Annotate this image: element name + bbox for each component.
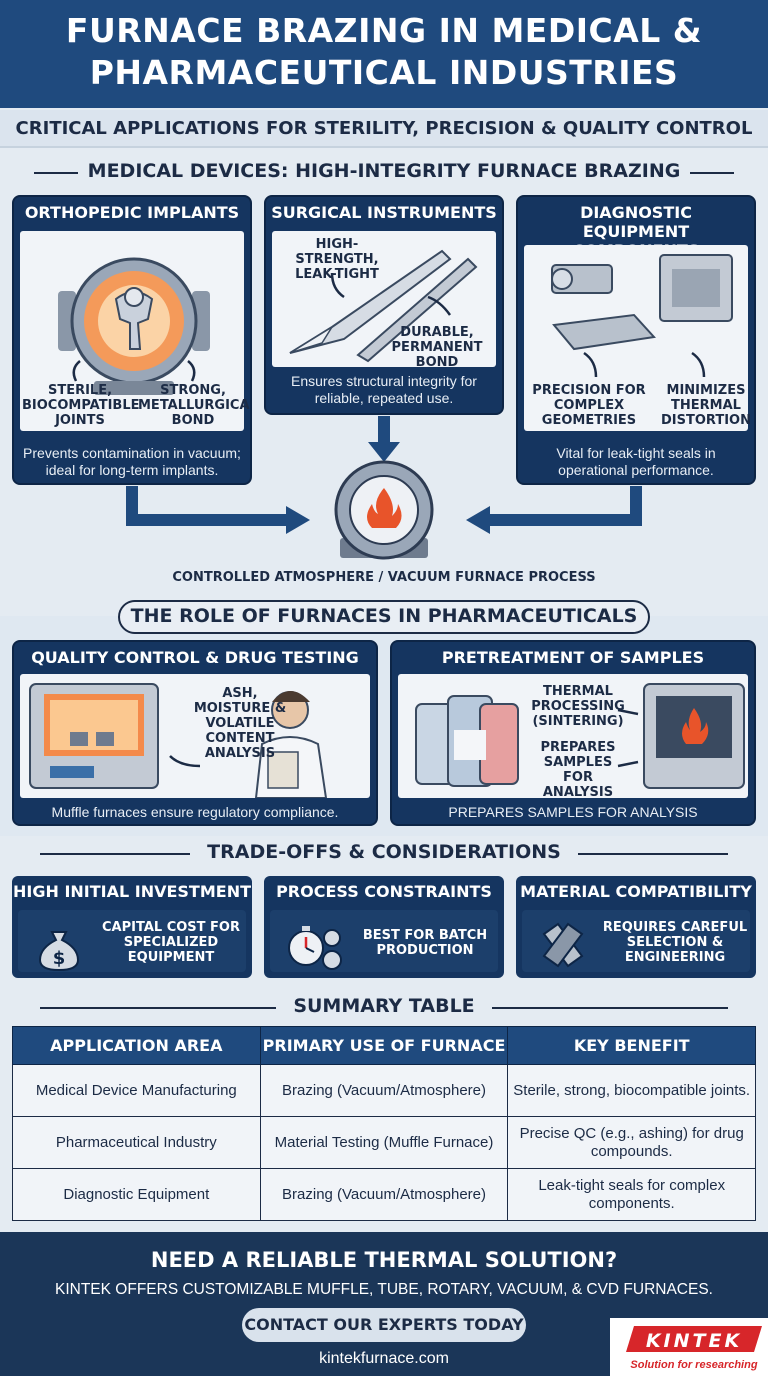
callout-label: PRECISION FOR COMPLEX GEOMETRIES <box>532 383 646 428</box>
table-cell: Medical Device Manufacturing <box>12 1064 261 1117</box>
callout-label: PREPARES SAMPLES FOR ANALYSIS <box>540 740 616 800</box>
callout-label: ASH, MOISTURE & VOLATILE CONTENT ANALYSI… <box>193 686 287 761</box>
card-caption: Ensures structural integrity for reliabl… <box>291 373 477 406</box>
card-diagnostic-equipment: DIAGNOSTIC EQUIPMENT COMPONENTS PRECISIO… <box>516 195 756 485</box>
divider <box>690 172 734 174</box>
card-high-initial-investment: HIGH INITIAL INVESTMENT $ CAPITAL COST F… <box>12 876 252 978</box>
card-quality-control: QUALITY CONTROL & DRUG TESTING ASH, MOIS… <box>12 640 378 826</box>
diagnostic-components-icon <box>551 254 733 378</box>
table-cell: Diagnostic Equipment <box>12 1168 261 1221</box>
divider <box>34 172 78 174</box>
table-cell: Precise QC (e.g., ashing) for drug compo… <box>507 1116 756 1169</box>
table-header-cell: PRIMARY USE OF FURNACE <box>259 1026 509 1065</box>
divider <box>492 1007 728 1009</box>
kintek-logo-mark: KINTEK Solution for researching <box>610 1318 768 1376</box>
page-title: FURNACE BRAZING IN MEDICAL & PHARMACEUTI… <box>65 11 703 92</box>
summary-section-title: SUMMARY TABLE <box>293 995 475 1017</box>
table-cell: Brazing (Vacuum/Atmosphere) <box>259 1064 509 1117</box>
card-illustration: THERMAL PROCESSING (SINTERING) PREPARES … <box>398 674 748 800</box>
page-subtitle: CRITICAL APPLICATIONS FOR STERILITY, PRE… <box>15 118 753 139</box>
svg-text:$: $ <box>53 948 66 969</box>
svg-text:Solution for researching: Solution for researching <box>630 1359 757 1371</box>
table-cell: Brazing (Vacuum/Atmosphere) <box>259 1168 509 1221</box>
table-header-cell: APPLICATION AREA <box>12 1026 261 1065</box>
tradeoffs-section-title: TRADE-OFFS & CONSIDERATIONS <box>207 841 561 863</box>
card-heading: PROCESS CONSTRAINTS <box>276 882 492 901</box>
card-heading: SURGICAL INSTRUMENTS <box>271 203 497 222</box>
card-illustration: PRECISION FOR COMPLEX GEOMETRIES MINIMIZ… <box>524 245 751 431</box>
vials-furnace-icon <box>415 683 745 789</box>
table-header-row: APPLICATION AREA PRIMARY USE OF FURNACE … <box>12 1026 756 1065</box>
website-link[interactable]: kintekfurnace.com <box>319 1350 449 1367</box>
card-orthopedic-implants: ORTHOPEDIC IMPLANTS STERILE, BIOCOMPATIB… <box>12 195 252 485</box>
pharma-title-pill <box>118 600 650 634</box>
card-text: REQUIRES CAREFUL SELECTION & ENGINEERING <box>602 920 748 965</box>
card-illustration: STERILE, BIOCOMPATIBLE JOINTS STRONG, ME… <box>20 231 250 431</box>
medical-section-title: MEDICAL DEVICES: HIGH-INTEGRITY FURNACE … <box>87 160 681 182</box>
footer-title: NEED A RELIABLE THERMAL SOLUTION? <box>150 1248 618 1272</box>
card-caption: Prevents contamination in vacuum; ideal … <box>23 445 241 478</box>
callout-label: HIGH-STRENGTH, LEAK-TIGHT <box>295 237 379 282</box>
material-blocks-icon <box>542 922 584 968</box>
callout-label: DURABLE, PERMANENT BOND <box>391 325 483 370</box>
card-process-constraints: PROCESS CONSTRAINTS BEST FOR BATCH PRODU… <box>264 876 504 978</box>
divider <box>578 853 728 855</box>
footer-subtitle: KINTEK OFFERS CUSTOMIZABLE MUFFLE, TUBE,… <box>55 1281 713 1298</box>
header-band <box>0 0 768 108</box>
money-bag-icon: $ <box>38 931 80 972</box>
subtitle-band <box>0 110 768 148</box>
card-heading: QUALITY CONTROL & DRUG TESTING <box>31 648 359 667</box>
card-illustration: ASH, MOISTURE & VOLATILE CONTENT ANALYSI… <box>20 674 370 799</box>
card-heading: HIGH INITIAL INVESTMENT <box>13 882 251 901</box>
card-heading: MATERIAL COMPATIBILITY <box>520 882 752 901</box>
table-row: Pharmaceutical Industry Material Testing… <box>12 1116 756 1169</box>
process-arrows <box>126 416 642 560</box>
furnace-icon <box>334 460 434 560</box>
process-label: CONTROLLED ATMOSPHERE / VACUUM FURNACE P… <box>172 570 596 585</box>
table-cell: Sterile, strong, biocompatible joints. <box>507 1064 756 1117</box>
card-material-compatibility: MATERIAL COMPATIBILITY REQUIRES CAREFUL … <box>516 876 756 978</box>
hip-implant-furnace-icon <box>58 257 210 395</box>
stopwatch-gears-icon <box>288 926 342 970</box>
muffle-furnace-scientist-icon <box>29 683 328 799</box>
table-cell: Material Testing (Muffle Furnace) <box>259 1116 509 1169</box>
table-row: Diagnostic Equipment Brazing (Vacuum/Atm… <box>12 1168 756 1221</box>
divider <box>40 1007 276 1009</box>
table-row: Medical Device Manufacturing Brazing (Va… <box>12 1064 756 1117</box>
callout-label: STERILE, BIOCOMPATIBLE JOINTS <box>22 383 140 428</box>
card-caption: Vital for leak-tight seals in operationa… <box>556 445 716 478</box>
divider <box>40 853 190 855</box>
table-header-cell: KEY BENEFIT <box>507 1026 756 1065</box>
summary-table: APPLICATION AREA PRIMARY USE OF FURNACE … <box>12 1026 756 1221</box>
kintek-logo: KINTEK Solution for researching <box>610 1318 768 1376</box>
card-heading: PRETREATMENT OF SAMPLES <box>441 648 705 667</box>
table-cell: Pharmaceutical Industry <box>12 1116 261 1169</box>
table-cell: Leak-tight seals for complex components. <box>507 1168 756 1221</box>
card-heading: ORTHOPEDIC IMPLANTS <box>24 203 240 222</box>
card-pretreatment: PRETREATMENT OF SAMPLES THERMAL PROCESSI… <box>390 640 756 826</box>
card-surgical-instruments: SURGICAL INSTRUMENTS HIGH-STRENGTH, LEAK… <box>264 195 504 415</box>
callout-label: THERMAL PROCESSING (SINTERING) <box>531 684 625 729</box>
card-caption: Muffle furnaces ensure regulatory compli… <box>51 804 339 820</box>
card-illustration: HIGH-STRENGTH, LEAK-TIGHT DURABLE, PERMA… <box>272 231 496 370</box>
callout-label: MINIMIZES THERMAL DISTORTION <box>661 383 751 428</box>
scalpel-icon <box>289 249 478 363</box>
card-text: BEST FOR BATCH PRODUCTION <box>362 928 488 958</box>
card-text: CAPITAL COST FOR SPECIALIZED EQUIPMENT <box>102 920 240 965</box>
contact-experts-button[interactable]: CONTACT OUR EXPERTS TODAY <box>242 1308 526 1342</box>
callout-label: STRONG, METALLURGICAL BOND <box>138 383 252 428</box>
card-caption: PREPARES SAMPLES FOR ANALYSIS <box>448 804 698 820</box>
svg-text:KINTEK: KINTEK <box>646 1330 742 1352</box>
pharma-section-title: THE ROLE OF FURNACES IN PHARMACEUTICALS <box>130 605 638 627</box>
